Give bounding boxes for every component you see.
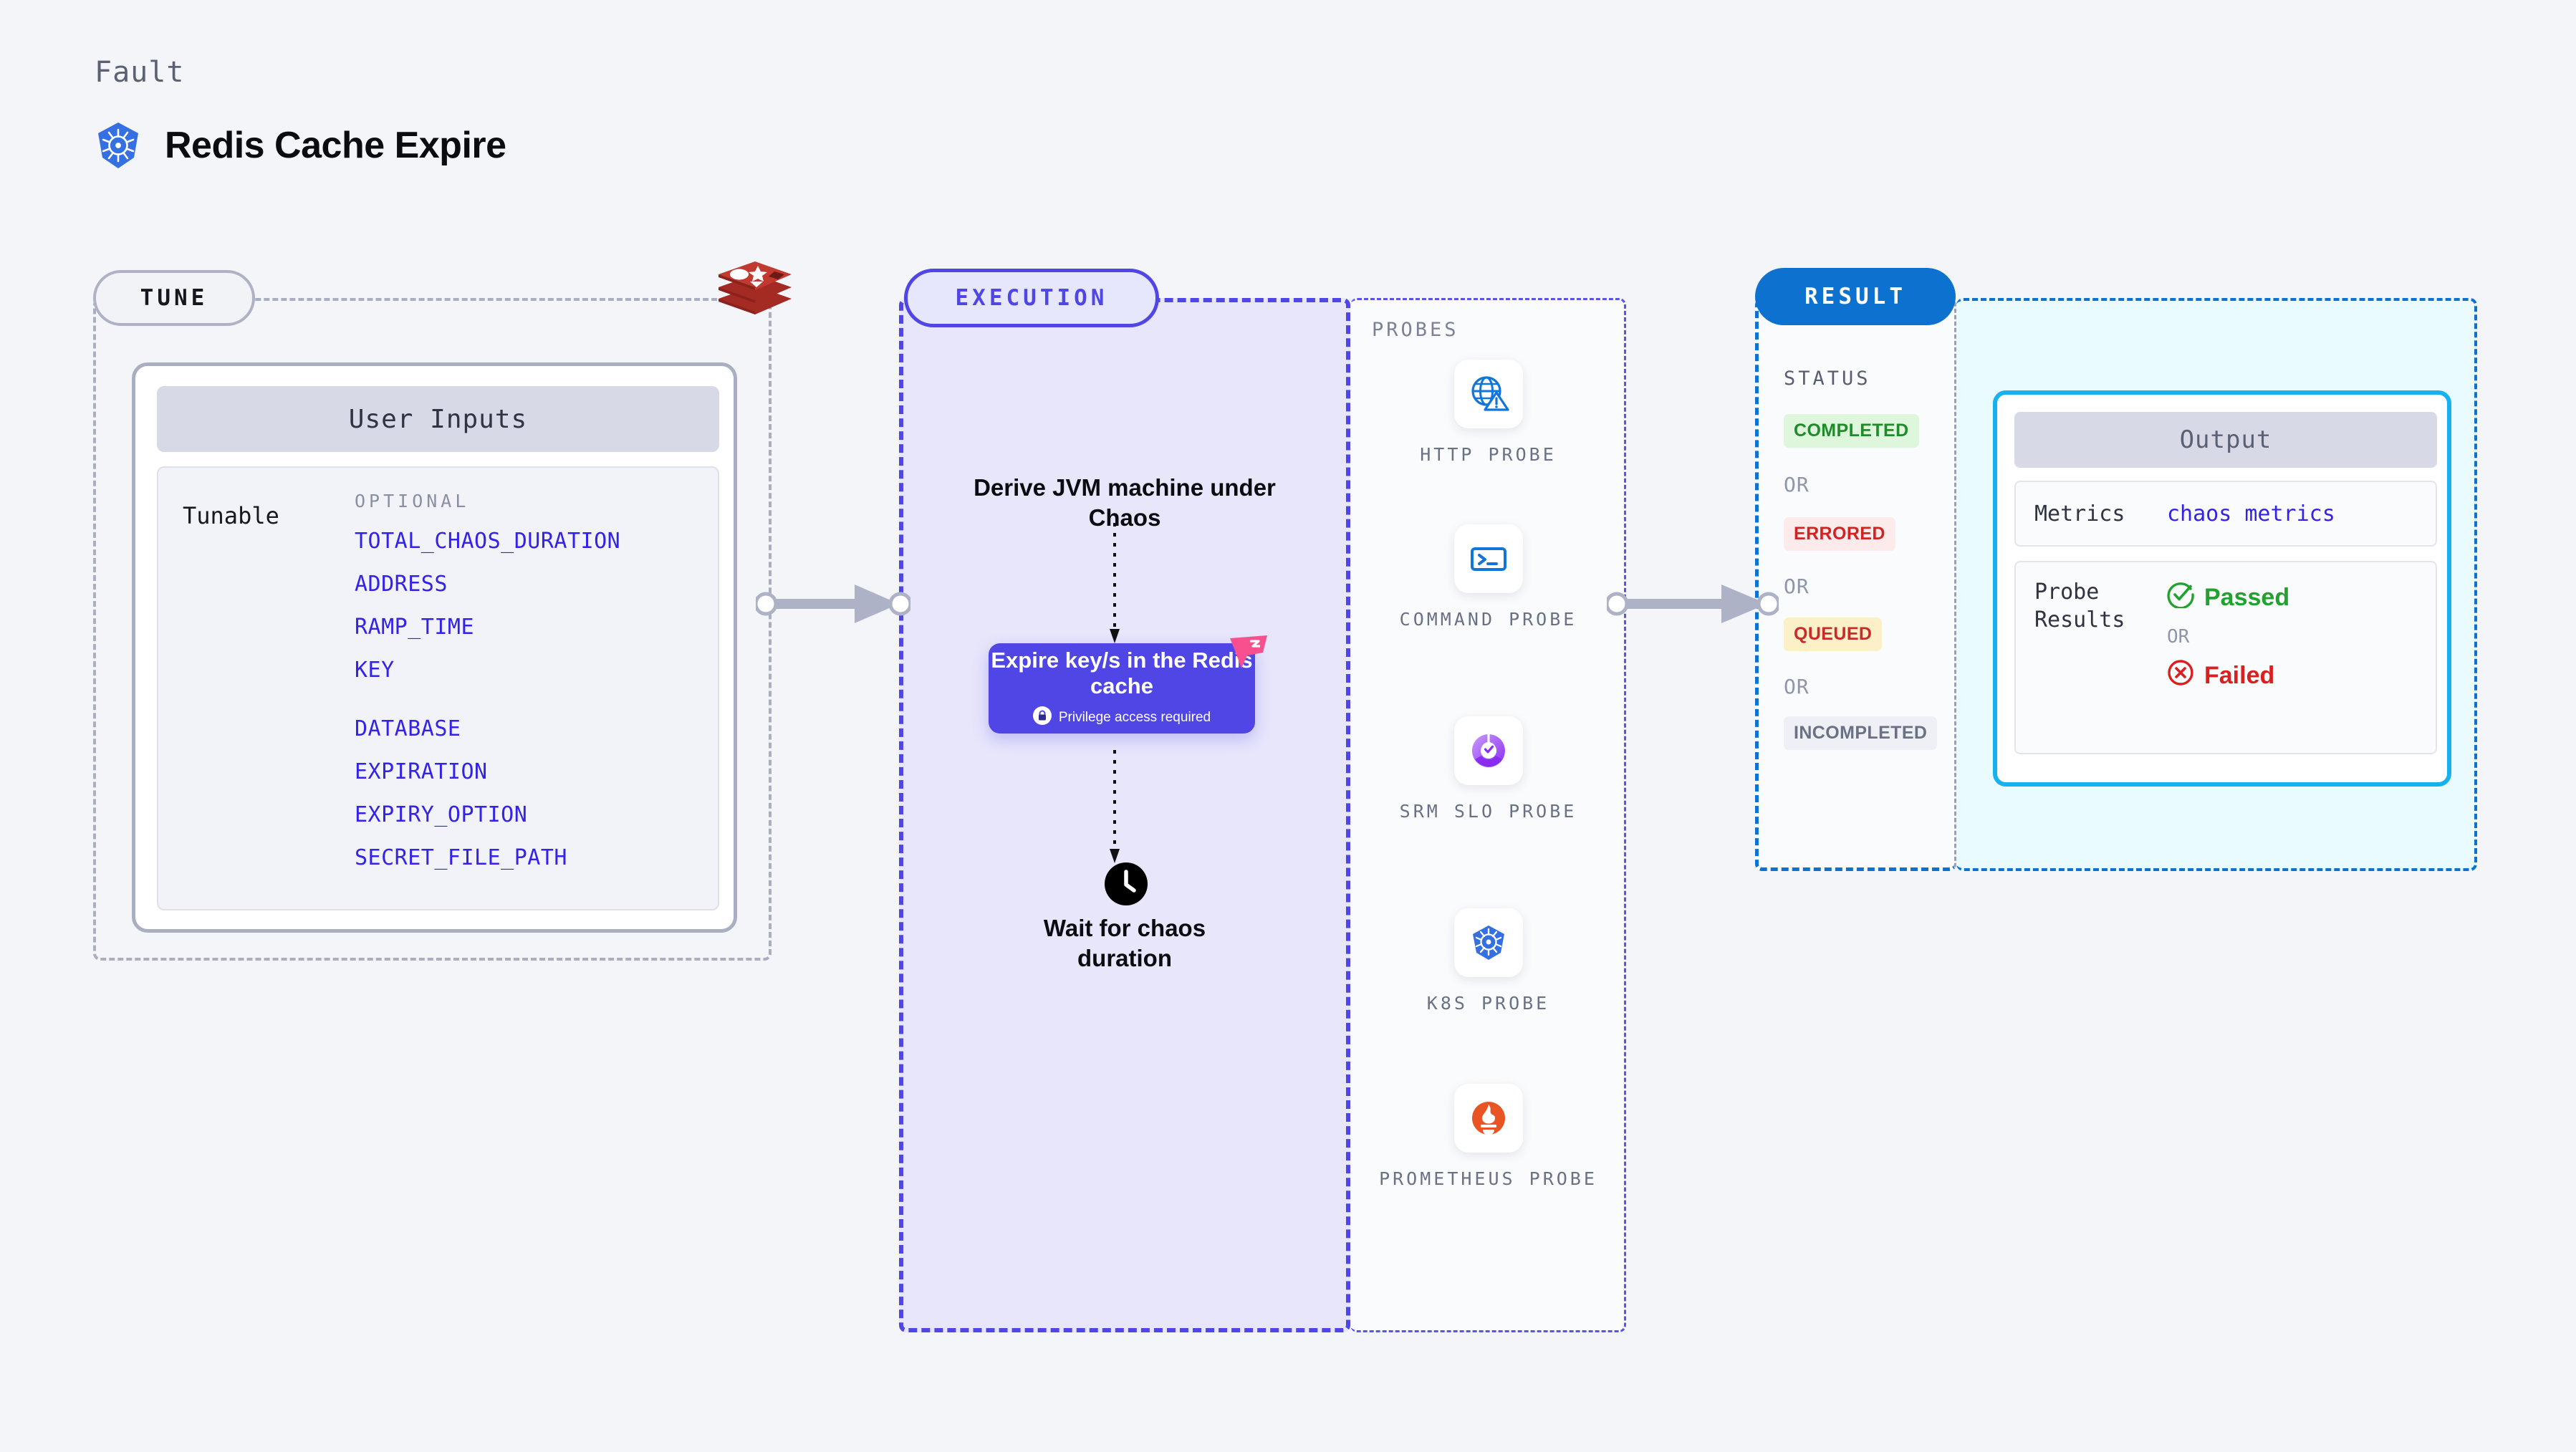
status-or-3: OR — [1784, 675, 1810, 698]
execution-pill: EXECUTION — [904, 269, 1159, 327]
status-or-2: OR — [1784, 574, 1810, 598]
globe-warning-icon — [1453, 360, 1523, 428]
tunable-param-list: OPTIONAL TOTAL_CHAOS_DURATION ADDRESS RA… — [355, 491, 620, 909]
tunable-label: Tunable — [183, 502, 279, 529]
probe-label-http: HTTP PROBE — [1420, 444, 1557, 465]
slo-donut-check-icon — [1453, 716, 1523, 785]
optional-heading: OPTIONAL — [355, 491, 470, 511]
status-badge-incompleted: INCOMPLETED — [1784, 716, 1938, 750]
redis-logo — [713, 246, 797, 330]
output-title: Output — [2014, 412, 2437, 468]
passed-label: Passed — [2204, 584, 2290, 611]
privilege-notice: Privilege access required — [1032, 706, 1211, 729]
param-expiration[interactable]: EXPIRATION — [355, 759, 488, 784]
probe-label-srm-slo: SRM SLO PROBE — [1399, 801, 1577, 822]
metrics-value-link[interactable]: chaos metrics — [2167, 501, 2335, 527]
result-status-panel — [1755, 298, 1956, 871]
page-eyebrow: Fault — [95, 56, 185, 89]
probe-result-or: OR — [2167, 626, 2190, 648]
terminal-icon — [1453, 524, 1523, 593]
privilege-label: Privilege access required — [1058, 709, 1211, 725]
x-circle-icon — [2167, 659, 2194, 693]
result-pill: RESULT — [1755, 268, 1956, 325]
param-database[interactable]: DATABASE — [355, 716, 461, 741]
probe-results-label: Probe Results — [2034, 580, 2125, 633]
param-expiry-option[interactable]: EXPIRY_OPTION — [355, 802, 528, 827]
probe-label-k8s: K8S PROBE — [1426, 993, 1550, 1014]
probe-result-passed: Passed — [2167, 581, 2289, 615]
param-secret-file-path[interactable]: SECRET_FILE_PATH — [355, 845, 567, 870]
probe-prometheus[interactable]: PROMETHEUS PROBE — [1350, 1084, 1626, 1191]
connector-tune-to-execution — [754, 572, 913, 636]
tune-panel — [93, 298, 772, 961]
chaos-card-title: Expire key/s in the Redis cache — [991, 648, 1253, 698]
param-total-chaos-duration[interactable]: TOTAL_CHAOS_DURATION — [355, 529, 621, 554]
status-heading: STATUS — [1784, 367, 1871, 390]
kubernetes-icon — [1453, 908, 1523, 977]
output-probe-results-row: Probe Results Passed OR — [2014, 561, 2437, 754]
user-inputs-body: Tunable OPTIONAL TOTAL_CHAOS_DURATION AD… — [157, 466, 719, 910]
status-badge-completed: COMPLETED — [1784, 414, 1919, 448]
user-inputs-card: User Inputs Tunable OPTIONAL TOTAL_CHAOS… — [132, 362, 737, 933]
probes-panel — [1350, 298, 1626, 1332]
connector-execution-to-result — [1605, 572, 1781, 636]
probe-command[interactable]: COMMAND PROBE — [1350, 524, 1626, 631]
probe-label-command: COMMAND PROBE — [1399, 609, 1577, 630]
output-card: Output Metrics chaos metrics Probe Resul… — [1993, 390, 2451, 787]
page-title: Redis Cache Expire — [165, 125, 506, 166]
page-header: Redis Cache Expire — [93, 120, 506, 170]
user-inputs-title: User Inputs — [157, 386, 719, 452]
check-circle-icon — [2167, 581, 2194, 615]
chaos-flag-icon — [1229, 634, 1269, 670]
probe-result-failed: Failed — [2167, 659, 2289, 693]
chaos-experiment-card[interactable]: Expire key/s in the Redis cache Privileg… — [989, 643, 1255, 734]
metrics-label: Metrics — [2034, 501, 2125, 527]
flow-arrow-down-1 — [1109, 523, 1120, 648]
output-metrics-row: Metrics chaos metrics — [2014, 481, 2437, 547]
probe-label-prometheus: PROMETHEUS PROBE — [1379, 1168, 1597, 1189]
param-ramp-time[interactable]: RAMP_TIME — [355, 615, 475, 640]
probe-results-values: Passed OR Failed — [2167, 578, 2289, 737]
failed-label: Failed — [2204, 662, 2275, 689]
probe-http[interactable]: HTTP PROBE — [1350, 360, 1626, 466]
param-address[interactable]: ADDRESS — [355, 572, 448, 597]
lock-icon — [1032, 706, 1052, 729]
prometheus-icon — [1453, 1084, 1523, 1153]
kubernetes-icon — [93, 120, 143, 170]
clock-icon — [1104, 862, 1148, 906]
param-key[interactable]: KEY — [355, 658, 395, 683]
tune-pill: TUNE — [93, 270, 255, 326]
flow-arrow-down-2 — [1109, 750, 1120, 867]
execution-step-wait: Wait for chaos duration — [1043, 915, 1206, 971]
status-badge-errored: ERRORED — [1784, 517, 1895, 551]
probes-title: PROBES — [1372, 319, 1459, 341]
param-group-divider — [355, 701, 620, 716]
status-or-1: OR — [1784, 473, 1810, 496]
probe-k8s[interactable]: K8S PROBE — [1350, 908, 1626, 1015]
probe-srm-slo[interactable]: SRM SLO PROBE — [1350, 716, 1626, 823]
status-badge-queued: QUEUED — [1784, 617, 1883, 651]
execution-step-derive: Derive JVM machine under Chaos — [974, 474, 1276, 531]
execution-panel — [899, 298, 1350, 1332]
